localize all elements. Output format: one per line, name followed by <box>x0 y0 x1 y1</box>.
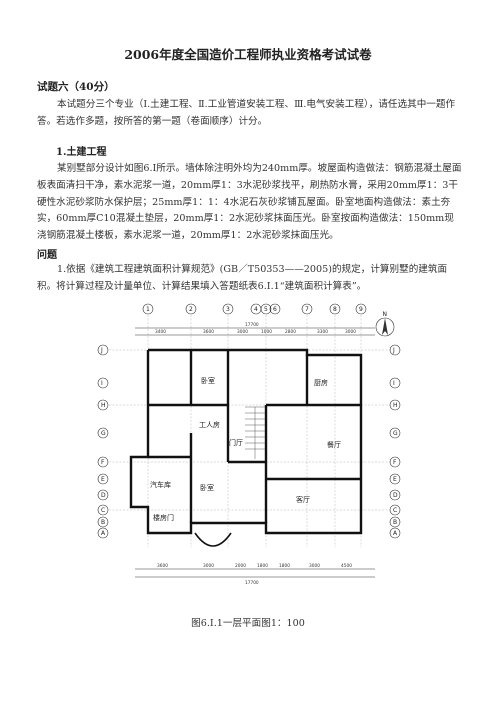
intro-paragraph: 本试题分三个专业（Ⅰ.土建工程、Ⅱ.工业管道安装工程、Ⅲ.电气安装工程），请任选… <box>37 99 456 127</box>
stairs <box>245 406 265 459</box>
room-kitchen: 厨房 <box>314 378 328 387</box>
axis-label: G <box>101 430 106 437</box>
axis-label: A <box>393 530 398 537</box>
dim-bottom: 3000 <box>203 563 214 569</box>
axis-label: B <box>393 519 397 526</box>
dim-bottom: 3600 <box>157 563 168 569</box>
problem-heading: 问题 <box>37 250 57 261</box>
room-living: 餐厅 <box>327 440 341 449</box>
room-hall: 客厅 <box>296 495 310 504</box>
bay-window <box>194 532 232 547</box>
room-utility: 楼房门 <box>153 513 174 522</box>
axis-label: I <box>101 380 103 387</box>
axis-label: 4 <box>254 306 258 313</box>
dim-top: 1000 <box>261 329 272 335</box>
axis-label: D <box>101 492 106 499</box>
axis-label: F <box>101 459 105 466</box>
axis-label: H <box>101 402 106 409</box>
axis-label: 1 <box>146 306 150 313</box>
axis-label: H <box>393 402 398 409</box>
axis-label: J <box>100 347 103 354</box>
dim-bottom: 2000 <box>235 563 246 569</box>
question-heading: 试题六（40分） <box>37 81 115 93</box>
exam-title: 2006年度全国造价工程师执业资格考试试卷 <box>124 47 372 62</box>
dim-top: 3000 <box>345 329 356 335</box>
axis-left: J I H G F E D C B A <box>97 344 109 539</box>
axis-label: G <box>393 430 398 437</box>
axis-label: 5 <box>264 306 268 313</box>
room-bedroom-bottom: 卧室 <box>200 483 214 492</box>
north-arrow-icon: N <box>375 311 395 337</box>
room-stairs: 门厅 <box>229 438 243 447</box>
axis-right: J I H G F E D C B A <box>389 344 401 539</box>
dim-top: 2800 <box>285 329 296 335</box>
axis-label: F <box>393 459 397 466</box>
axis-label: D <box>393 492 398 499</box>
dim-bottom: 4500 <box>341 563 352 569</box>
dim-top: 3400 <box>155 329 166 335</box>
axis-label: 6 <box>273 306 277 313</box>
axis-label: 7 <box>305 306 309 313</box>
floor-plan-figure: 1 2 3 4 5 6 7 8 9 17700 3400 3600 3000 1… <box>97 303 401 586</box>
dim-bottom: 1800 <box>257 563 268 569</box>
axis-label: 3 <box>226 306 230 313</box>
axis-label: C <box>393 507 397 514</box>
section1-heading: 1.土建工程 <box>56 147 107 158</box>
room-servant: 工人房 <box>199 420 220 429</box>
axis-label: 2 <box>189 306 193 313</box>
figure-caption: 图6.Ⅰ.1一层平面图1：100 <box>191 618 305 629</box>
dim-bottom: 3000 <box>309 563 320 569</box>
axis-label: 9 <box>359 306 363 313</box>
axis-label: 8 <box>333 306 337 313</box>
walls <box>129 348 363 535</box>
room-bedroom-top: 卧室 <box>201 376 215 385</box>
room-garage: 汽车库 <box>150 480 171 489</box>
axis-label: E <box>101 476 105 483</box>
axis-label: J <box>392 347 395 354</box>
dim-top: 3000 <box>237 329 248 335</box>
dim-bottom: 1800 <box>279 563 290 569</box>
axis-label: C <box>101 507 105 514</box>
axis-label: I <box>393 380 395 387</box>
north-label: N <box>383 311 388 318</box>
axis-label: A <box>101 530 106 537</box>
axis-label: E <box>393 476 397 483</box>
dim-total-top: 17700 <box>245 322 259 328</box>
dim-total-bottom: 17700 <box>245 580 259 586</box>
section1-body: 某别墅部分设计如图6.Ⅰ所示。墙体除注明外均为240mm厚。坡屋面构造做法：钢筋… <box>37 163 462 242</box>
dim-top: 3600 <box>203 329 214 335</box>
axis-label: B <box>101 519 105 526</box>
problem-1: 1.依据《建筑工程建筑面积计算规范》(GB／T50353——2005)的规定，计… <box>37 264 448 292</box>
dim-top: 3300 <box>317 329 328 335</box>
axis-top: 1 2 3 4 5 6 7 8 9 <box>142 303 367 315</box>
